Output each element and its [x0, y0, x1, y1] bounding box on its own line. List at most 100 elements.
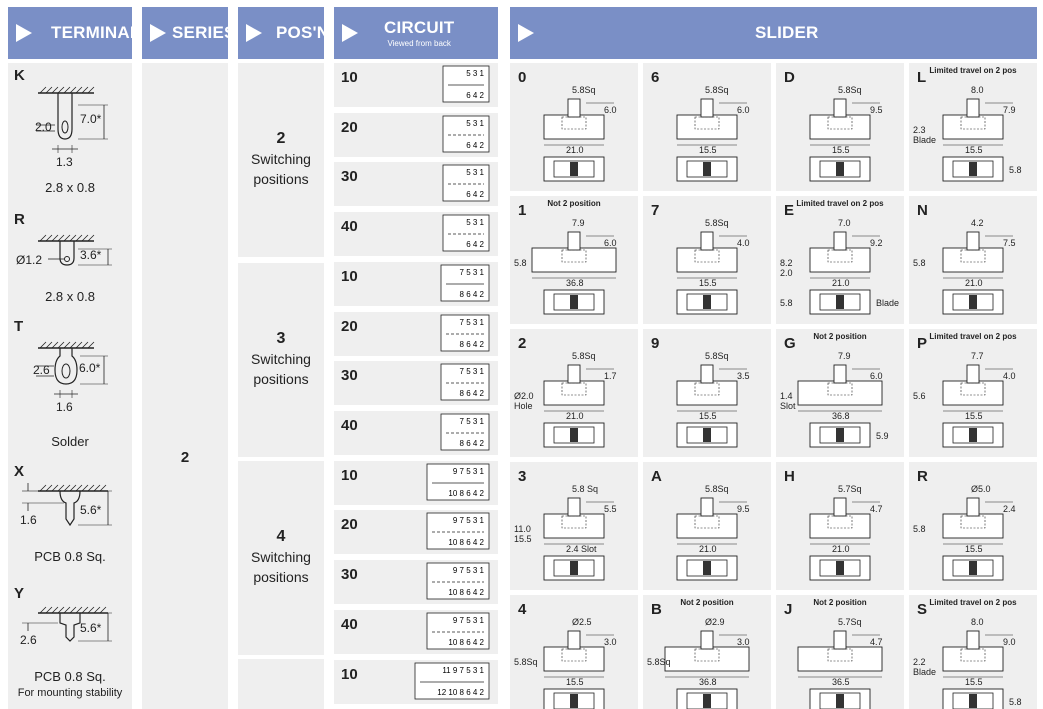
terminal-dim: 5.6*	[80, 621, 102, 635]
slider-note: Limited travel on 2 pos	[929, 332, 1017, 341]
slider-body	[676, 114, 738, 140]
slider-code: B	[651, 601, 662, 618]
circuit-top-labels: 9 7 5 3 1	[453, 566, 485, 575]
slider-dim-text: 6.0	[870, 371, 883, 381]
slider-code: E	[784, 202, 795, 219]
slider-dim-text: 4.0	[737, 238, 750, 248]
terminal-k: K 2.0 7.0* 1.3 2.8 x 0.8	[8, 67, 132, 203]
terminal-caption: PCB 0.8 Sq.	[34, 549, 106, 564]
circuit-code: 10	[341, 467, 358, 484]
header-label: SERIES	[172, 23, 236, 42]
slider-dim-text: 7.9	[1003, 105, 1016, 115]
circuit-code: 20	[341, 119, 358, 136]
slider-actuator	[700, 231, 714, 251]
slider-dim-text: 15.5	[566, 677, 584, 687]
slider-code: S	[917, 601, 928, 618]
slider-code: 3	[518, 468, 527, 485]
header-circuit: CIRCUIT Viewed from back	[334, 7, 498, 59]
circuit-top-labels: 7 5 3 1	[460, 318, 485, 327]
slider-actuator	[833, 364, 847, 384]
slider-dim-text: 4.7	[870, 637, 883, 647]
slider-dim-text: 4.2	[971, 218, 984, 228]
circuit-top-labels: 9 7 5 3 1	[453, 516, 485, 525]
circuit-diagram-icon: 9 7 5 3 110 8 6 4 2	[426, 463, 490, 501]
circuit-code: 10	[341, 69, 358, 86]
slider-knob	[703, 694, 711, 708]
slider-dim-text: 4.0	[1003, 371, 1016, 381]
terminal-caption: Solder	[51, 434, 89, 449]
slider-dim-text: 5.8Sq	[705, 85, 729, 95]
slider-dim-text: 21.0	[965, 278, 983, 288]
slider-knob	[836, 561, 844, 575]
slider-body	[676, 380, 738, 406]
circuit-top-labels: 5 3 1	[466, 69, 484, 78]
terminal-dim: 3.6*	[80, 248, 102, 262]
slider-dim-text: 9.5	[870, 105, 883, 115]
slider-code: 0	[518, 69, 527, 86]
slider-dim-text: 15.5	[965, 411, 983, 421]
slider-knob	[836, 295, 844, 309]
slider-dim-text: 8.0	[971, 85, 984, 95]
slider-dim-text: 6.0	[604, 238, 617, 248]
slider-dim-text: Ø2.5	[572, 617, 592, 627]
circuit-diagram-icon: 5 3 16 4 2	[442, 115, 490, 153]
slider-dim-text: 21.0	[832, 544, 850, 554]
slider-body	[676, 513, 738, 539]
circuit-diagram-icon: 5 3 16 4 2	[442, 65, 490, 103]
position-text-2: positions	[253, 569, 309, 585]
slider-dim-text: Slot	[780, 401, 796, 411]
circuit-diagram-icon: 7 5 3 18 6 4 2	[440, 314, 490, 352]
position-block-2: 2 Switching positions	[238, 63, 324, 257]
terminal-code: Y	[14, 585, 25, 602]
circuit-bottom-labels: 6 4 2	[466, 141, 484, 150]
slider-knob	[570, 694, 578, 708]
slider-note: Not 2 position	[547, 199, 601, 208]
slider-dim-text: 36.5	[832, 677, 850, 687]
series-value: 2	[180, 449, 190, 466]
slider-body	[797, 646, 883, 672]
slider-note: Not 2 position	[813, 332, 867, 341]
circuit-code: 30	[341, 168, 358, 185]
position-text-1: Switching	[251, 151, 311, 167]
slider-dim-text: 9.0	[1003, 637, 1016, 647]
circuit-bottom-labels: 10 8 6 4 2	[448, 538, 484, 547]
terminal-dim: 2.6	[33, 363, 50, 377]
slider-dim-text: 5.9	[876, 431, 889, 441]
circuit-frame	[442, 214, 490, 252]
slider-dim-text: 8.2	[780, 258, 793, 268]
slider-dim-text: 36.8	[566, 278, 584, 288]
slider-dim-text: 5.8	[514, 258, 527, 268]
slider-code: G	[784, 335, 796, 352]
slider-actuator	[567, 98, 581, 118]
slider-dim-text: 6.0	[737, 105, 750, 115]
position-block-3: 3 Switching positions	[238, 263, 324, 457]
slider-note: Limited travel on 2 pos	[929, 598, 1017, 607]
terminal-dim: 7.0*	[80, 112, 102, 126]
slider-front-window	[819, 160, 861, 178]
terminal-code: T	[14, 318, 24, 335]
slider-note: Limited travel on 2 pos	[796, 199, 884, 208]
circuit-diagram-icon: 5 3 16 4 2	[442, 214, 490, 252]
header-label: SLIDER	[755, 23, 819, 42]
slider-knob	[836, 162, 844, 176]
slider-dim-text: 15.5	[699, 411, 717, 421]
circuit-frame	[426, 463, 490, 501]
slider-front-window	[686, 692, 728, 709]
terminal-dim: 1.6	[56, 400, 73, 414]
circuit-bottom-labels: 8 6 4 2	[460, 389, 485, 398]
slider-knob	[570, 561, 578, 575]
position-text-2: positions	[253, 171, 309, 187]
slider-body	[809, 513, 871, 539]
slider-front-window	[952, 426, 994, 444]
